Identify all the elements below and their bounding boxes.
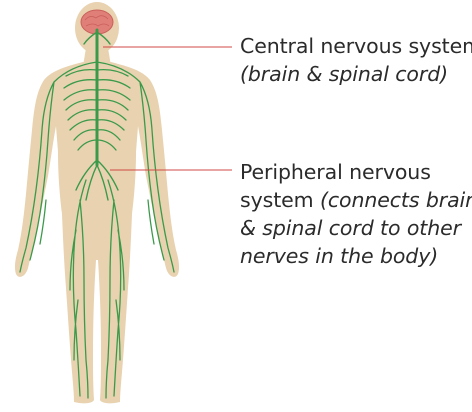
pns-title-line1: Peripheral nervous <box>240 158 472 186</box>
pns-label: Peripheral nervous system (connects brai… <box>240 158 472 270</box>
pns-title-line2: system <box>240 188 314 212</box>
pns-detail-line2: & spinal cord to other <box>240 216 461 240</box>
pns-detail-line3: nerves in the body) <box>240 244 438 268</box>
pns-detail-line1: (connects brain <box>320 188 472 212</box>
cns-detail: (brain & spinal cord) <box>240 62 448 86</box>
cns-label: Central nervous system (brain & spinal c… <box>240 32 472 88</box>
cns-title: Central nervous system <box>240 32 472 60</box>
